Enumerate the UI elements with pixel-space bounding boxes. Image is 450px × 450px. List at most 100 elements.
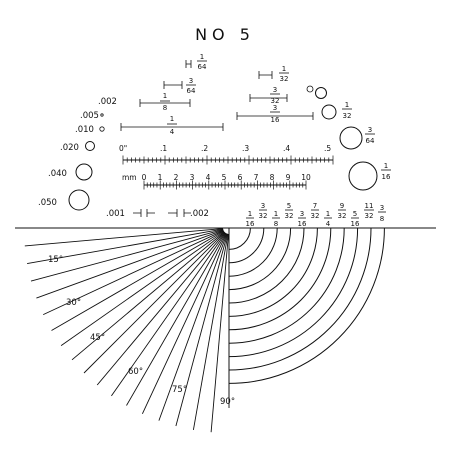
inch-scale-label: .3	[242, 144, 249, 153]
angle-line	[210, 233, 229, 433]
mm-scale-label: 5	[222, 173, 227, 182]
line-gauge-1-64: 1 64	[185, 53, 207, 71]
mm-scale-label: 10	[301, 173, 311, 182]
angle-line	[27, 228, 224, 265]
radius-denominator: 4	[326, 220, 331, 228]
circle-gauge	[306, 85, 314, 93]
mm-scale-label: 7	[254, 173, 259, 182]
inch-scale-label: .1	[160, 144, 167, 153]
circle-gauges-fraction: 1 32 3 64 1 16	[306, 85, 391, 191]
circle-gauge-label: .010	[75, 125, 94, 135]
mm-scale-label: 8	[270, 173, 275, 182]
line-gauge-3-64: 3 64	[163, 77, 196, 95]
line-gauge-denominator: 64	[187, 87, 196, 95]
radius-denominator: 32	[338, 212, 347, 220]
angle-labels: 15° 30° 45° 60° 75° 90°	[48, 255, 235, 407]
line-gauge-1-4: 1 4	[120, 115, 224, 136]
angle-label: 60°	[128, 367, 143, 377]
circle-gauge	[100, 113, 104, 117]
radius-arc	[228, 227, 318, 317]
mm-scale-label: 2	[174, 173, 179, 182]
circle-gauge	[75, 163, 93, 181]
mm-scale-label: 6	[238, 173, 243, 182]
line-gauge-numerator: 1	[282, 65, 286, 73]
mm-scale: mm 0 1 2 3 4 5 6 7 8 9 10	[122, 173, 311, 190]
radius-denominator: 16	[246, 220, 255, 228]
angle-label: 45°	[90, 333, 105, 343]
radius-arcs	[228, 227, 385, 400]
radius-numerator: 7	[313, 202, 317, 210]
radius-denominator: 16	[298, 220, 307, 228]
circle-gauge-numerator: 1	[384, 162, 388, 170]
radius-numerator: 3	[380, 204, 384, 212]
angle-label: 15°	[48, 255, 63, 265]
line-gauge-denominator: 4	[170, 128, 175, 136]
circle-gauge-label: .050	[38, 198, 57, 208]
circle-gauge-label: .002	[98, 97, 117, 107]
mm-scale-unit: mm	[122, 173, 137, 182]
angle-label: 30°	[66, 298, 81, 308]
line-gauge-1-8: 1 8	[139, 92, 191, 112]
radius-arc	[228, 227, 359, 358]
mm-scale-label: 9	[286, 173, 291, 182]
line-gauge-denominator: 32	[280, 75, 289, 83]
mm-scale-label: 1	[158, 173, 163, 182]
radius-arc	[228, 227, 292, 291]
radius-numerator: 3	[300, 210, 304, 218]
radius-numerator: 1	[248, 210, 252, 218]
circle-gauge	[68, 189, 90, 211]
radius-arc	[228, 227, 345, 344]
line-width-label: .001	[106, 209, 125, 219]
radius-labels: 1 16 3 32 1 8 5 32 3 16 7 32 1 4 9 32 5 …	[246, 202, 386, 228]
inch-scale-label: 0"	[119, 144, 127, 153]
angle-line	[126, 232, 227, 406]
radius-numerator: 1	[274, 210, 278, 218]
radius-denominator: 32	[259, 212, 268, 220]
line-gauge-numerator: 3	[273, 104, 277, 112]
radius-numerator: 9	[340, 202, 344, 210]
mm-scale-ticks	[143, 180, 307, 190]
circle-gauge-denominator: 64	[366, 137, 375, 145]
angle-line	[141, 233, 227, 414]
line-width-label: .002	[190, 209, 209, 219]
line-width-gauges: .001 .002	[106, 209, 209, 219]
radius-arc	[228, 227, 372, 371]
radius-denominator: 32	[365, 212, 374, 220]
inch-scale: 0" .1 .2 .3 .4 .5	[119, 144, 334, 165]
reticle-title: NO 5	[195, 25, 255, 44]
angle-line	[36, 229, 224, 299]
angle-line	[175, 233, 228, 427]
angle-line	[83, 231, 226, 374]
radius-denominator: 32	[285, 212, 294, 220]
radius-denominator: 32	[311, 212, 320, 220]
circle-gauge-numerator: 1	[345, 101, 349, 109]
mm-scale-label: 0	[142, 173, 147, 182]
angle-line	[24, 228, 224, 247]
mm-scale-label: 3	[190, 173, 195, 182]
circle-gauge	[315, 87, 327, 99]
radius-numerator: 1	[326, 210, 330, 218]
radius-numerator: 5	[287, 202, 291, 210]
radius-arc	[228, 227, 332, 331]
circle-gauge	[348, 161, 378, 191]
angle-line	[111, 232, 226, 397]
angle-line	[158, 233, 228, 421]
line-gauge-numerator: 1	[163, 92, 167, 100]
line-gauge-numerator: 1	[200, 53, 204, 61]
radius-arc	[228, 227, 251, 250]
line-gauge-denominator: 64	[198, 63, 207, 71]
inch-scale-ticks	[122, 155, 334, 165]
angle-line	[60, 231, 225, 346]
circle-gauge-denominator: 32	[343, 112, 352, 120]
inch-scale-label: .4	[283, 144, 290, 153]
radius-arc	[228, 227, 265, 264]
inch-scale-label: .2	[201, 144, 208, 153]
radius-numerator: 11	[365, 202, 374, 210]
radius-denominator: 8	[380, 215, 384, 223]
circle-gauge-numerator: 3	[368, 126, 372, 134]
line-gauge-denominator: 8	[163, 104, 167, 112]
circle-gauge	[85, 141, 95, 151]
line-gauge-denominator: 32	[271, 97, 280, 105]
mm-scale-label: 4	[206, 173, 211, 182]
